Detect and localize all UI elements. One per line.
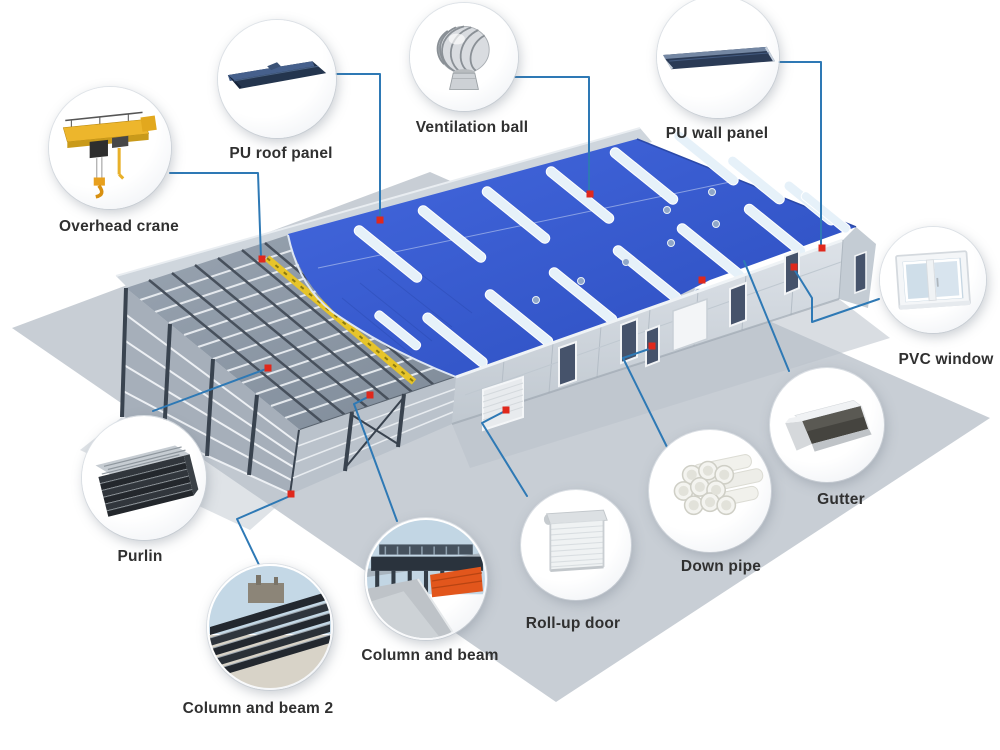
purlin-icon [95, 445, 199, 517]
circle-roll-up-door [521, 490, 631, 600]
wall-windows [558, 249, 800, 388]
connector-purlin [152, 368, 267, 412]
front-frame-bay [291, 377, 456, 494]
circle-pvc-window [880, 227, 986, 333]
roll-up-door-icon [543, 509, 608, 573]
circle-column-and-beam [365, 518, 487, 640]
label-pu-wall-panel: PU wall panel [665, 125, 769, 142]
pu-roof-panel-icon [227, 61, 327, 89]
connector-lines [152, 61, 880, 568]
connector-down-pipe [622, 347, 668, 448]
point-markers [258, 190, 826, 498]
label-column-and-beam: Column and beam [361, 647, 499, 664]
connector-column-and-beam-2 [236, 495, 291, 568]
label-ventilation-ball: Ventilation ball [415, 119, 529, 136]
wall-openings [482, 249, 800, 432]
ventilation-ball-icon [436, 25, 490, 90]
label-pvc-window: PVC window [898, 351, 994, 368]
roof-rafters [148, 242, 435, 423]
crane-runway-beam [264, 255, 417, 385]
warehouse-building [115, 127, 876, 495]
label-roll-up-door: Roll-up door [525, 615, 621, 632]
label-gutter: Gutter [817, 491, 865, 508]
gutter-icon [785, 400, 872, 452]
label-down-pipe: Down pipe [680, 558, 762, 575]
pvc-window-icon [895, 250, 971, 310]
column-and-beam-2-icon [209, 566, 331, 688]
connector-pu-roof-panel [333, 73, 381, 218]
column-and-beam-icon [367, 520, 485, 638]
overhead-crane-icon [62, 111, 157, 199]
connector-overhead-crane [169, 172, 262, 259]
connector-ventilation-ball [510, 76, 590, 193]
label-purlin: Purlin [117, 548, 163, 565]
pu-wall-panel-icon [663, 46, 775, 70]
circle-pu-roof-panel [218, 20, 336, 138]
connector-pu-wall-panel [772, 61, 822, 247]
label-overhead-crane: Overhead crane [59, 218, 179, 235]
entry-door-on-wall [672, 297, 708, 353]
circle-overhead-crane [49, 87, 171, 209]
circle-pu-wall-panel [657, 0, 779, 118]
circle-gutter [770, 368, 884, 482]
connector-gutter [743, 260, 790, 372]
connector-roll-up-door [481, 410, 528, 497]
roof-skylights [353, 130, 851, 368]
connector-pvc-window [793, 268, 880, 323]
pipe-ends [673, 460, 737, 516]
circle-down-pipe [649, 430, 771, 552]
label-pu-roof-panel: PU roof panel [229, 145, 333, 162]
circle-column-and-beam-2 [207, 564, 333, 690]
blue-roof [287, 130, 857, 378]
down-pipe-icon [673, 454, 764, 516]
circle-purlin [82, 416, 206, 540]
circle-ventilation-ball [410, 3, 518, 111]
end-wall-window [854, 250, 867, 295]
right-end-wall [838, 227, 876, 308]
label-column-and-beam-2: Column and beam 2 [182, 700, 334, 717]
connector-column-and-beam [353, 395, 398, 522]
